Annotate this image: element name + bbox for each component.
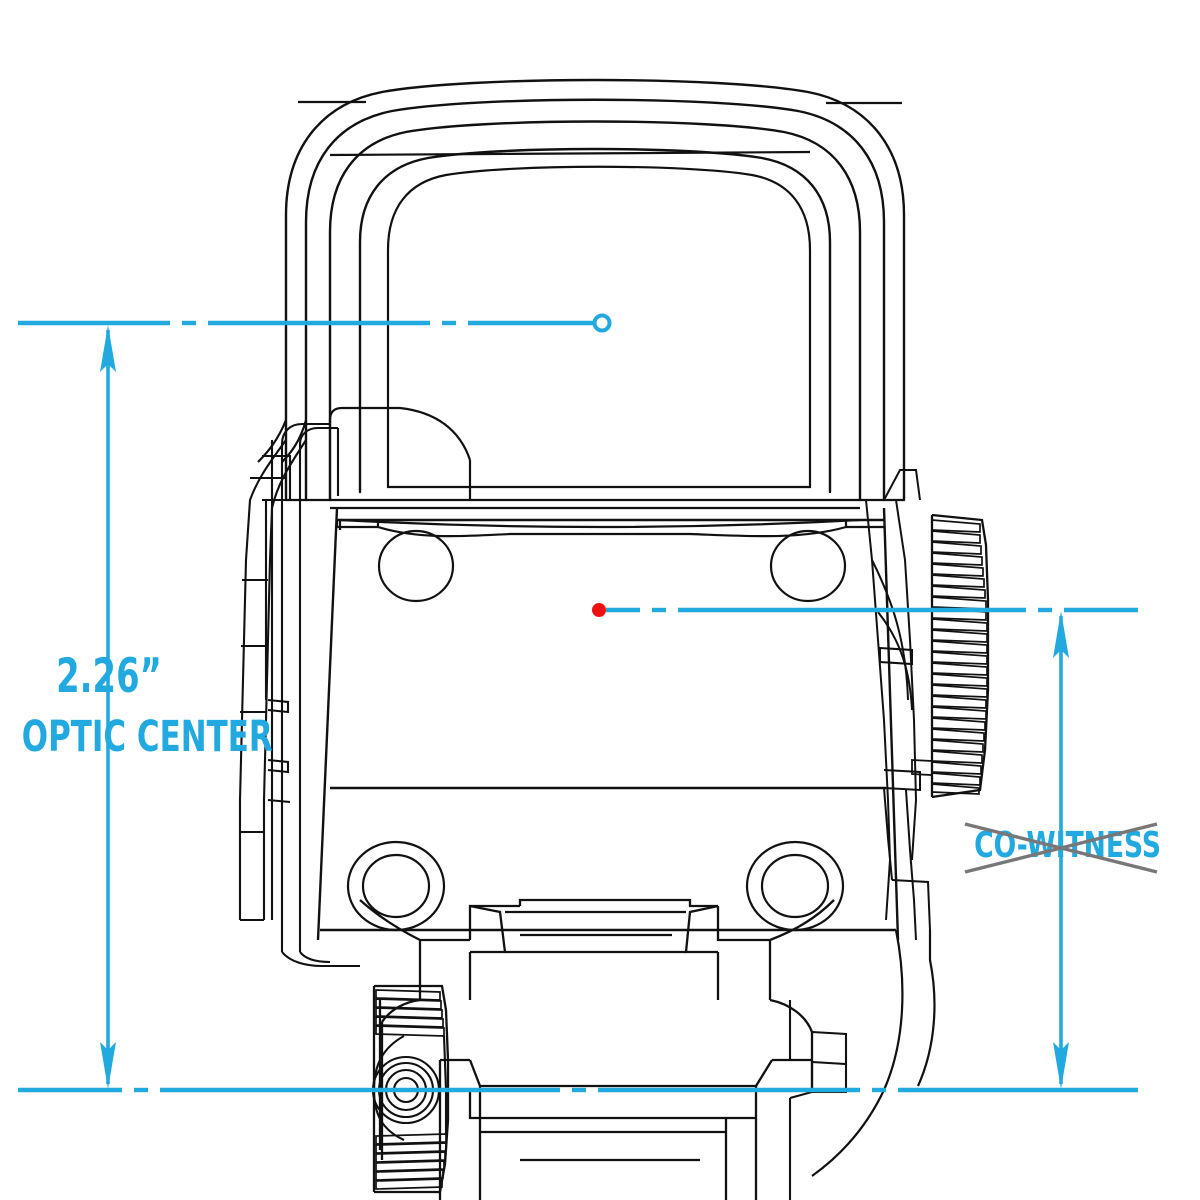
dimension-overlay	[18, 313, 1138, 1093]
window-center-marker	[592, 313, 612, 333]
hood-lower-shelf	[286, 498, 904, 530]
body-top-notch	[335, 520, 884, 538]
optic-center-dimension-caption: OPTIC CENTER	[21, 712, 273, 762]
right-flank-detail	[865, 469, 931, 941]
optic-center-dimension-line	[100, 325, 116, 1089]
cowitness-dimension-caption: CO-WITNESS	[974, 825, 1161, 866]
cowitness-arrow-up	[1053, 611, 1069, 658]
control-button-bosses	[346, 529, 847, 932]
hood-rib-lines	[298, 100, 902, 157]
optic-hood-outline	[284, 78, 906, 502]
mount-rear-arc	[811, 929, 936, 1177]
cowitness-arrow-down	[1053, 1042, 1069, 1089]
mount-right-detail	[788, 1000, 848, 1200]
reticle-dot-marker	[592, 603, 606, 617]
optic-center-dimension-value: 2.26”	[56, 649, 162, 704]
optic-window-glass	[386, 165, 812, 489]
quick-detach-mount-base	[359, 898, 835, 1200]
windage-adjustment-knob	[911, 513, 990, 799]
left-hood-fillet	[257, 406, 472, 500]
dimension-arrow-up	[100, 325, 116, 372]
optic-main-body	[316, 507, 900, 941]
left-side-lever-panel	[238, 422, 360, 968]
dimension-arrow-down	[100, 1042, 116, 1089]
